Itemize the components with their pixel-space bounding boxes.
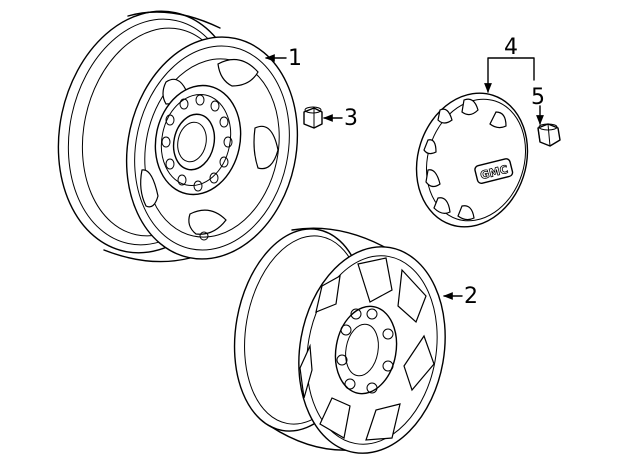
callout-2: 2: [464, 284, 478, 309]
callout-1: 1: [288, 46, 302, 71]
steel-wheel[interactable]: [37, 0, 318, 275]
callout-5: 5: [531, 85, 545, 110]
aluminum-wheel[interactable]: [219, 218, 461, 464]
lug-nut[interactable]: [303, 106, 323, 129]
callout-3: 3: [344, 106, 358, 131]
center-cap[interactable]: GMC: [400, 79, 545, 242]
leader-lines: [265, 54, 544, 300]
callout-4: 4: [504, 35, 518, 60]
cap-nut[interactable]: [537, 123, 561, 147]
